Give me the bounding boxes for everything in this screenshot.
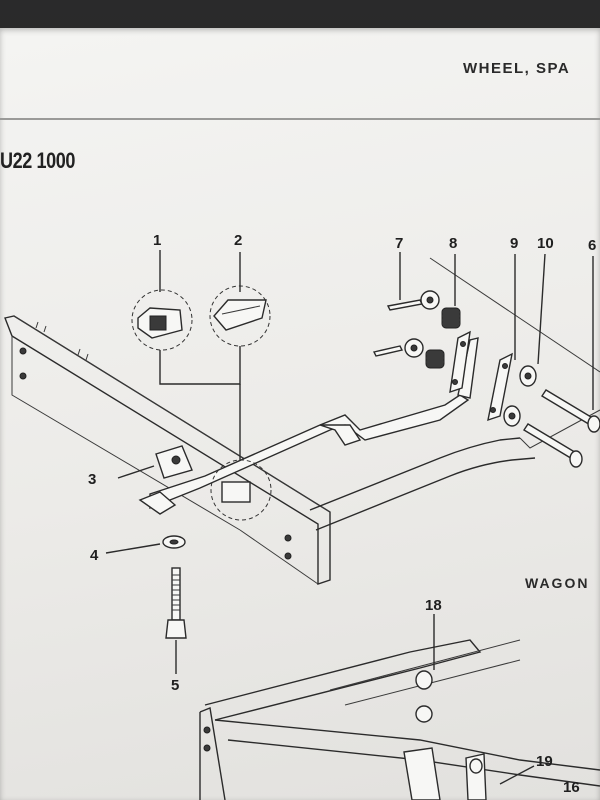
- callout-7: 7: [395, 235, 403, 252]
- leader-19: [499, 765, 535, 785]
- detail-bubble-2: [209, 285, 271, 347]
- washer-hole: [169, 539, 179, 545]
- section-label: WAGON: [525, 575, 590, 591]
- leader-bracket: [159, 346, 241, 385]
- figure-code: U22 1000: [0, 148, 75, 173]
- detail-bubble-1: [131, 289, 193, 351]
- callout-4: 4: [90, 547, 99, 564]
- callout-10: 10: [537, 235, 554, 252]
- callout-6: 6: [588, 237, 596, 254]
- header-rule: [0, 118, 600, 120]
- lower-frame-view: [199, 639, 600, 800]
- part-18-bushing: [415, 670, 433, 723]
- leader-3: [117, 465, 155, 479]
- part-6-long-pin: [523, 389, 600, 468]
- callout-8: 8: [449, 235, 457, 252]
- leader-10: [537, 253, 546, 365]
- part-10-washer: [503, 365, 537, 427]
- leader-4: [105, 543, 161, 554]
- callout-9: 9: [510, 235, 518, 252]
- callout-19: 19: [536, 753, 553, 770]
- detail-circle-drawbar: [210, 459, 272, 521]
- part-7-pin: [372, 299, 424, 357]
- part-9-link: [449, 330, 513, 422]
- callout-1: 1: [153, 232, 161, 249]
- washers-pair: [404, 290, 440, 358]
- callout-2: 2: [234, 232, 242, 249]
- part-3-clip: [155, 445, 193, 479]
- page-header-title: WHEEL, SPA: [463, 60, 571, 77]
- callout-5: 5: [171, 677, 179, 694]
- part-5-bolt: [165, 567, 187, 639]
- part-8-spring: [425, 307, 461, 369]
- callout-16: 16: [563, 779, 580, 796]
- callout-3: 3: [88, 471, 96, 488]
- callout-18: 18: [425, 597, 442, 614]
- frame-rail: [4, 315, 331, 585]
